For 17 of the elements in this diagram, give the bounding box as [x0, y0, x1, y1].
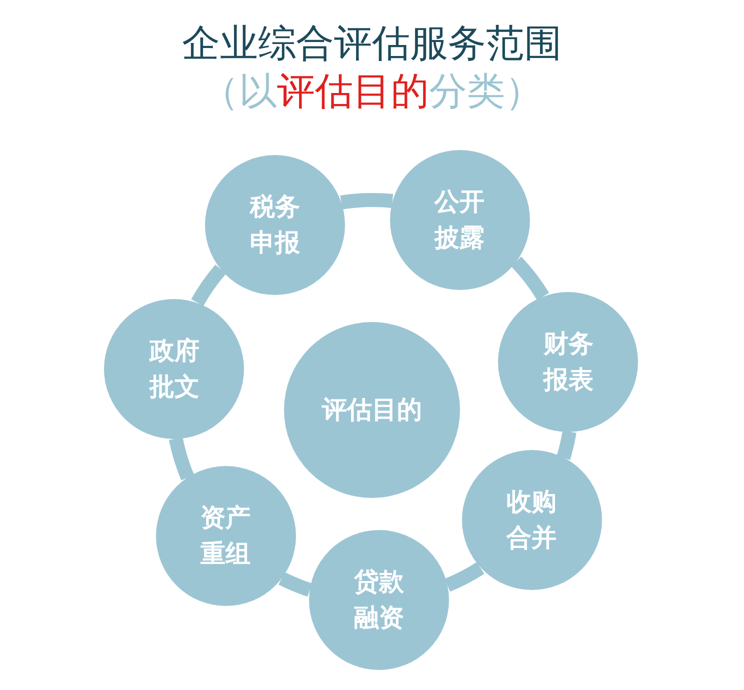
circle-label: 评估目的 — [320, 394, 423, 426]
ring-connector — [278, 572, 312, 597]
title: 企业综合评估服务范围 — [181, 20, 563, 67]
circle-label: 政府批文 — [148, 334, 200, 403]
ring-connector — [511, 256, 549, 300]
circle-label: 税务申报 — [248, 191, 302, 260]
circle-label: 公开披露 — [433, 186, 486, 254]
ring-connector — [556, 430, 576, 460]
circle-label: 贷款融资 — [352, 566, 405, 634]
ring-connector — [444, 562, 484, 592]
subtitle: （以评估目的分类） — [200, 68, 544, 115]
circle-label: 资产重组 — [200, 502, 252, 570]
circle-label: 财务报表 — [542, 328, 594, 396]
circle-label: 收购合并 — [505, 486, 558, 554]
ring-connector — [168, 437, 194, 480]
ring-connector — [340, 193, 393, 210]
ring-connector — [191, 264, 226, 306]
